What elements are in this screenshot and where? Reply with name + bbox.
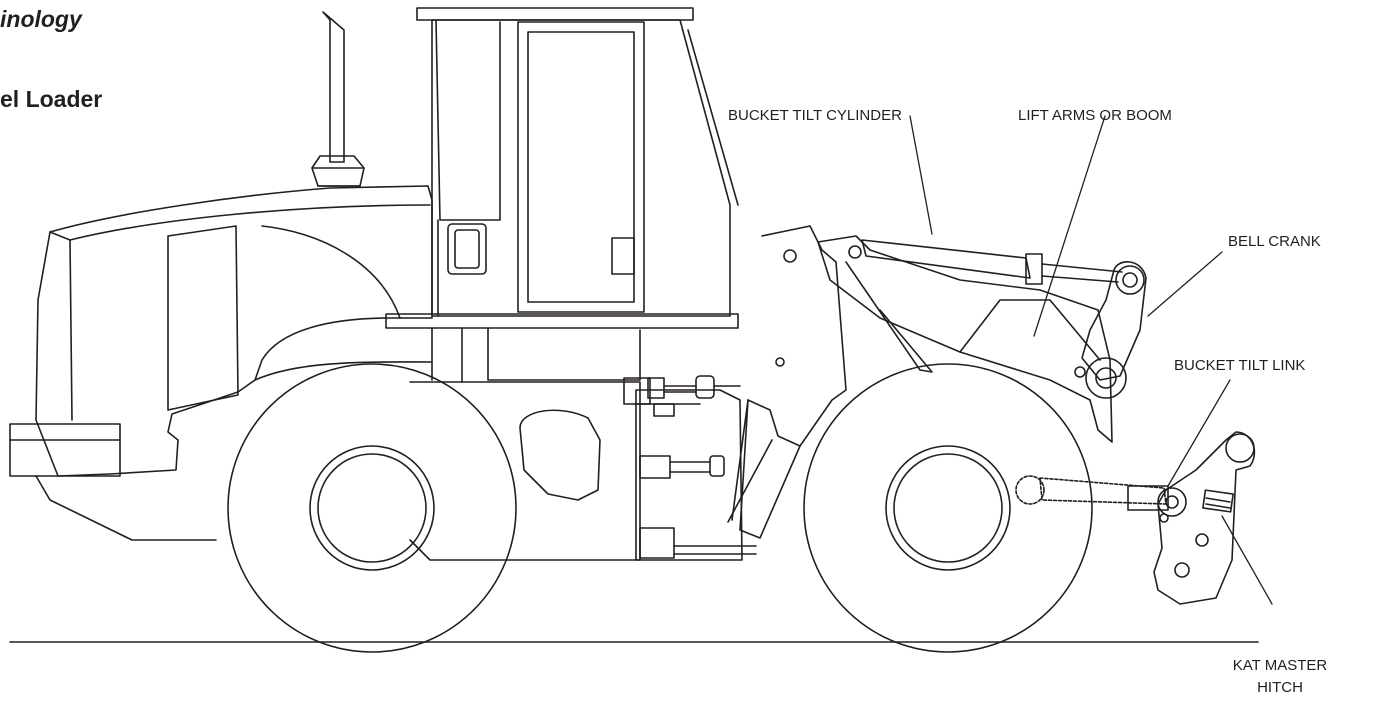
center-frame	[409, 381, 743, 561]
label-kat-master-hitch-line-1: KAT MASTER	[1233, 657, 1328, 674]
front-wheel	[803, 363, 1093, 653]
loader-tower	[727, 225, 847, 539]
heading-terminology: inology	[0, 6, 82, 32]
cab-platform	[385, 313, 739, 383]
bell-crank	[1074, 261, 1147, 399]
bucket-tilt-cylinder	[861, 239, 1123, 285]
operator-cab	[416, 7, 739, 317]
heading-wheel-loader: el Loader	[0, 86, 103, 112]
label-bucket-tilt-link: BUCKET TILT LINK	[1174, 357, 1305, 374]
rear-wheel	[227, 363, 517, 653]
label-lift-arms-or-boom: LIFT ARMS OR BOOM	[1018, 107, 1172, 124]
exhaust-stack	[311, 11, 365, 187]
label-bell-crank: BELL CRANK	[1228, 233, 1321, 250]
steering-cylinders	[623, 375, 757, 559]
label-kat-master-hitch-line-2: HITCH	[1257, 679, 1303, 696]
leader-lines	[909, 115, 1273, 605]
rear-bumper	[9, 423, 217, 541]
engine-hood	[35, 185, 433, 477]
kat-master-hitch	[1153, 431, 1256, 605]
label-bucket-tilt-cylinder: BUCKET TILT CYLINDER	[728, 107, 902, 124]
